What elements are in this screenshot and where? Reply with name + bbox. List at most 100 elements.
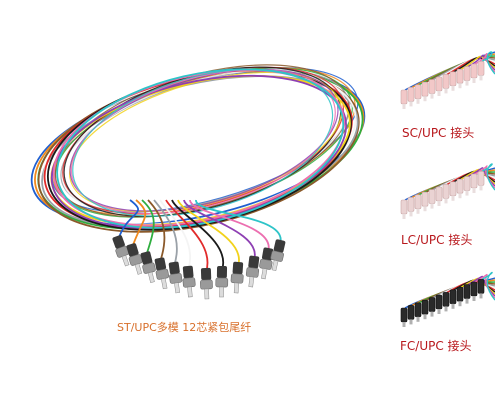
variant-connector (407, 197, 415, 212)
variant-ferrule (402, 104, 406, 109)
variant-ferrule (423, 96, 427, 102)
variant-connector (414, 194, 422, 210)
variant-ferrule (402, 214, 406, 219)
variant-connector (428, 189, 436, 204)
variant-connector (442, 292, 450, 307)
st-connector (259, 247, 274, 280)
variant-connector (421, 81, 429, 97)
variant-fiber (481, 163, 495, 191)
lc-connector-fan (400, 163, 495, 219)
fiber-tail-9 (183, 199, 256, 261)
variant-ferrule (451, 303, 455, 309)
st-connector (154, 257, 170, 290)
fiber-tail-2 (141, 199, 155, 257)
fiber-tail-7 (171, 199, 225, 271)
variant-ferrule (472, 188, 476, 193)
st-connector (215, 265, 229, 298)
fiber-loop-inner-10 (70, 68, 336, 215)
st-connector (112, 235, 130, 267)
variant-connector (470, 63, 478, 79)
variant-connector (449, 181, 457, 197)
variant-ferrule (423, 206, 427, 212)
variant-ferrule (465, 80, 469, 86)
fc-connector-caption: FC/UPC 接头 (400, 339, 472, 353)
variant-connector (456, 68, 464, 84)
variant-ferrule (479, 185, 483, 191)
sc-connector-fan (400, 51, 495, 109)
variant-ferrule (437, 91, 441, 96)
fiber-loop-inner-11 (72, 68, 334, 217)
variant-connector (435, 186, 443, 202)
st-connector (168, 261, 183, 294)
variant-ferrule (430, 311, 434, 317)
variant-ferrule (416, 208, 420, 214)
variant-connector (456, 178, 464, 194)
variant-ferrule (444, 306, 448, 312)
product-caption: ST/UPC多模 12芯紧包尾纤 (117, 321, 252, 334)
variant-connector (414, 302, 422, 318)
fiber-tail-4 (153, 199, 178, 267)
fc-connector-fan (400, 271, 495, 327)
variant-ferrule (430, 203, 434, 209)
variant-connector (442, 184, 450, 199)
variant-connector (428, 79, 436, 94)
variant-ferrule (465, 298, 469, 304)
fiber-tail-6 (165, 199, 209, 273)
variant-ferrule (437, 201, 441, 206)
variant-ferrule (465, 190, 469, 196)
variant-ferrule (402, 322, 406, 327)
variant-connector (414, 84, 422, 100)
variant-connector (442, 74, 450, 89)
variant-connector (449, 71, 457, 87)
variant-ferrule (458, 83, 462, 89)
st-connector (140, 251, 156, 283)
variant-connector (435, 294, 443, 310)
variant-connector (449, 289, 457, 305)
variant-ferrule (430, 93, 434, 99)
variant-ferrule (444, 88, 448, 94)
fiber-tails (117, 199, 282, 273)
variant-connector (435, 76, 443, 92)
st-connectors (112, 235, 286, 300)
variant-connector (477, 279, 485, 294)
variant-ferrule (472, 296, 476, 301)
variant-ferrule (458, 301, 462, 307)
variant-connector (428, 297, 436, 312)
variant-connector (407, 305, 415, 320)
variant-ferrule (458, 193, 462, 199)
variant-ferrule (451, 195, 455, 201)
fiber-tail-8 (177, 199, 240, 267)
variant-connector (456, 286, 464, 302)
variant-ferrule (437, 309, 441, 314)
fiber-tail-0 (117, 199, 139, 241)
st-connector (245, 255, 260, 288)
st-connector (270, 239, 286, 272)
variant-connector (470, 281, 478, 297)
variant-fiber (481, 51, 495, 75)
variant-fiber (481, 271, 495, 301)
variant-ferrule (479, 75, 483, 81)
sc-connector-caption: SC/UPC 接头 (402, 126, 475, 140)
fiber-tail-1 (131, 199, 147, 249)
variant-ferrule (409, 319, 413, 325)
variant-connector (463, 176, 471, 191)
variant-ferrule (472, 78, 476, 83)
variant-connector (421, 299, 429, 315)
variant-connector (421, 191, 429, 207)
variant-connector (470, 173, 478, 189)
variant-connector (463, 284, 471, 299)
fiber-loop-inner-1 (52, 67, 356, 216)
fiber-tail-10 (189, 199, 270, 253)
variant-ferrule (416, 316, 420, 322)
lc-connector-caption: LC/UPC 接头 (401, 233, 473, 247)
variant-connector (477, 61, 485, 76)
fiber-tail-11 (195, 199, 282, 245)
fiber-tail-5 (159, 199, 191, 271)
variant-ferrule (409, 211, 413, 217)
variant-ferrule (423, 314, 427, 320)
variant-connector (400, 199, 408, 215)
fiber-loop-10 (52, 69, 345, 227)
variant-ferrule (451, 85, 455, 91)
fiber-loop-inner-7 (63, 66, 342, 218)
